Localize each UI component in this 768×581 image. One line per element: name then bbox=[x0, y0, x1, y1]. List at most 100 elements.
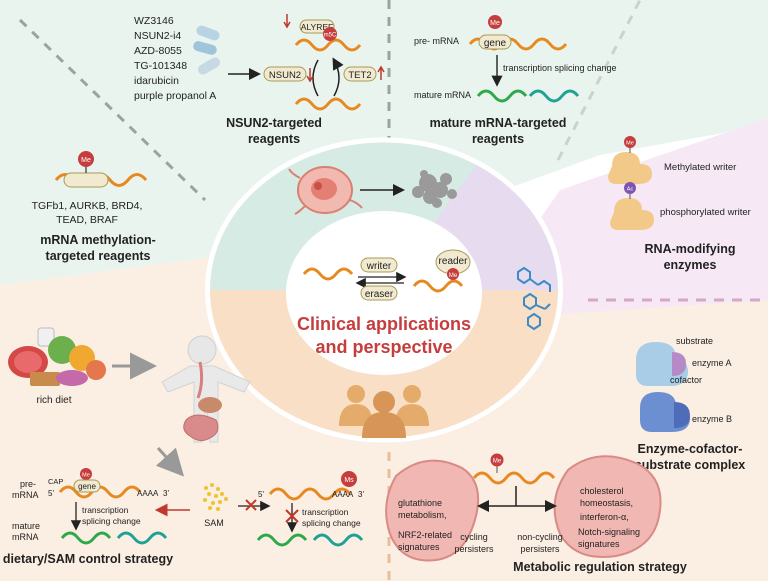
diet2-pre-strand bbox=[268, 487, 352, 501]
diet-mature-green bbox=[60, 531, 112, 545]
diet2-aaaa: AAAA bbox=[332, 490, 354, 499]
writer-box bbox=[360, 257, 398, 273]
sam-label: SAM bbox=[204, 518, 224, 528]
nsun2-label: NSUN2 bbox=[269, 70, 301, 81]
reader-label: reader bbox=[439, 256, 469, 267]
diet-me-marker bbox=[80, 468, 92, 480]
metabolic-right-blob bbox=[553, 455, 662, 558]
nsun2-title-line1: NSUN2-targeted bbox=[226, 116, 322, 130]
enzyme-a-icon bbox=[636, 342, 688, 386]
diet-pre-line1: pre- bbox=[20, 479, 36, 489]
center-me-marker bbox=[447, 268, 459, 280]
metabolic-right-line5: signatures bbox=[578, 539, 620, 549]
center-rna-right bbox=[412, 279, 464, 293]
m5c-marker bbox=[323, 27, 337, 41]
diet-three-prime: 3' bbox=[163, 489, 169, 498]
metabolic-right-line1: cholesterol bbox=[580, 486, 624, 496]
mature-process: transcription splicing change bbox=[503, 63, 617, 73]
diet-pre-line2: mRNA bbox=[12, 490, 39, 500]
drug-item: AZD-8055 bbox=[134, 45, 182, 57]
down-arrow-1 bbox=[283, 14, 291, 29]
diet2-process-line2: splicing change bbox=[302, 518, 361, 528]
body-to-rna-arrow bbox=[155, 446, 185, 477]
diet2-ms-text: Ms bbox=[344, 477, 354, 484]
cycling-line1: cycling bbox=[460, 532, 488, 542]
mature-strand-teal bbox=[528, 89, 580, 103]
metabolic-left-blob bbox=[385, 459, 480, 562]
phosphorylated-writer-icon: Ac bbox=[610, 182, 654, 230]
diet-title: dietary/SAM control strategy bbox=[3, 552, 173, 566]
substrate-label: substrate bbox=[676, 336, 713, 346]
drug-item: WZ3146 bbox=[134, 15, 174, 27]
cycling-line2: persisters bbox=[454, 544, 494, 554]
diet-mature-line1: mature bbox=[12, 521, 40, 531]
enzymes-title-line1: RNA-modifying bbox=[645, 242, 736, 256]
metabolic-me-marker bbox=[490, 453, 504, 467]
tumor-cell-icon bbox=[288, 166, 363, 215]
methylation-targets-line2: TEAD, BRAF bbox=[56, 214, 118, 226]
mature-title-line1: mature mRNA-targeted bbox=[430, 116, 567, 130]
methylation-me-marker bbox=[78, 151, 94, 167]
tet2-label: TET2 bbox=[348, 70, 371, 81]
nsun2-rna-bottom bbox=[294, 97, 362, 111]
methylated-writer-icon: Me bbox=[608, 136, 652, 184]
cofactor-label: cofactor bbox=[670, 375, 702, 385]
sam-dots-icon bbox=[203, 483, 228, 511]
tet2-box bbox=[343, 66, 377, 82]
diet2-five-prime: 5' bbox=[258, 490, 264, 499]
diet-process-line2: splicing change bbox=[82, 516, 141, 526]
diet-process-line1: transcription bbox=[82, 505, 129, 515]
diet-gene-box bbox=[73, 479, 101, 493]
mature-title-line2: reagents bbox=[472, 132, 524, 146]
cell-debris-icon bbox=[412, 170, 457, 208]
panel-peach-right bbox=[470, 300, 768, 581]
metabolic-rna bbox=[472, 471, 556, 485]
noncycling-line2: persisters bbox=[520, 544, 560, 554]
diet2-ms-marker bbox=[341, 471, 357, 487]
rich-diet-label: rich diet bbox=[36, 395, 71, 406]
nsun2-rna-top bbox=[294, 38, 362, 52]
center-title-line1: Clinical applications bbox=[297, 314, 471, 334]
writer-label: writer bbox=[366, 261, 392, 272]
diet2-mature-green bbox=[256, 533, 308, 547]
nsun2-box bbox=[263, 66, 307, 82]
center-rna-left bbox=[302, 267, 354, 281]
metabolic-left-line3: NRF2-related bbox=[398, 530, 452, 540]
human-body-icon bbox=[161, 335, 251, 443]
diet-aaaa: AAAA bbox=[137, 489, 159, 498]
metabolic-title: Metabolic regulation strategy bbox=[513, 560, 687, 574]
diet2-three-prime: 3' bbox=[358, 490, 364, 499]
metabolic-right-line4: Notch-signaling bbox=[578, 527, 640, 537]
enzyme-b-label: enzyme B bbox=[692, 414, 732, 424]
drug-item: idarubicin bbox=[134, 75, 179, 87]
center-title-line2: and perspective bbox=[315, 337, 452, 357]
methylation-targets-line1: TGFb1, AURKB, BRD4, bbox=[32, 200, 143, 212]
enzyme-b-icon bbox=[640, 392, 690, 432]
gene-label: gene bbox=[484, 38, 507, 49]
diet-five-prime: 5' bbox=[48, 489, 54, 498]
drug-item: TG-101348 bbox=[134, 60, 187, 72]
enzyme-ac-text: Ac bbox=[627, 187, 634, 193]
diet2-mature-teal bbox=[312, 533, 364, 547]
enzyme-me-text: Me bbox=[626, 141, 634, 147]
methylation-title-line2: targeted reagents bbox=[46, 249, 151, 263]
food-icon bbox=[8, 327, 106, 386]
patients-icon bbox=[339, 385, 429, 438]
metabolic-right-line2: homeostasis, bbox=[580, 498, 633, 508]
mature-strand-green bbox=[476, 89, 528, 103]
cycle-arrows bbox=[312, 60, 339, 97]
complex-title-line1: Enzyme-cofactor- bbox=[638, 442, 743, 456]
diet-mature-teal bbox=[116, 531, 168, 545]
drug-item: NSUN2-i4 bbox=[134, 30, 181, 42]
gene-box bbox=[478, 34, 512, 50]
pre-mrna-label: pre- mRNA bbox=[414, 36, 459, 46]
diet-mature-line2: mRNA bbox=[12, 532, 39, 542]
metabolic-left-line4: signatures bbox=[398, 542, 440, 552]
methylation-writer-box bbox=[63, 172, 109, 188]
noncycling-line1: non-cycling bbox=[517, 532, 563, 542]
m5c-label: m5C bbox=[324, 33, 337, 39]
up-arrow bbox=[377, 65, 385, 80]
